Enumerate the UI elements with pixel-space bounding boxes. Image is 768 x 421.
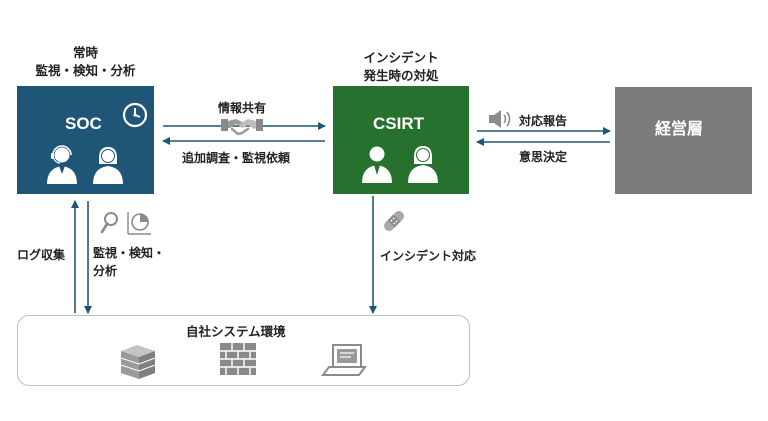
speaker-icon [489, 110, 511, 128]
magnifier-icon [100, 212, 118, 234]
csirt-caption-line1: インシデント [363, 50, 439, 65]
laptop-icon [321, 344, 367, 376]
soc-caption-line1: 常時 [72, 45, 98, 60]
headset-operator-icon [47, 145, 77, 184]
incident-response-label: インシデント対応 [380, 249, 477, 263]
management-box: 経営層 [615, 87, 752, 194]
monitoring-label-line2: 分析 [93, 264, 118, 278]
clock-icon [122, 102, 148, 128]
monitoring-label-line1: 監視・検知・ [93, 246, 166, 260]
soc-title: SOC [65, 114, 102, 133]
response-report-label: 対応報告 [519, 114, 568, 128]
decision-label: 意思決定 [519, 150, 568, 164]
handshake-icon [221, 119, 263, 136]
soc-box: SOC [17, 86, 154, 194]
csirt-caption: インシデント 発生時の対処 [333, 49, 469, 85]
firewall-icon [220, 343, 256, 375]
pie-chart-icon [127, 212, 151, 235]
info-sharing-label: 情報共有 [218, 101, 267, 115]
csirt-box: CSIRT [333, 86, 469, 194]
additional-investigation-label: 追加調査・監視依頼 [182, 151, 291, 165]
log-collection-label: ログ収集 [17, 248, 66, 262]
male-person-icon [362, 146, 392, 183]
system-environment-title: 自社システム環境 [186, 324, 286, 339]
csirt-title: CSIRT [373, 114, 424, 133]
management-title: 経営層 [655, 119, 704, 138]
bandage-icon [384, 211, 404, 231]
soc-caption: 常時 監視・検知・分析 [17, 44, 154, 80]
soc-caption-line2: 監視・検知・分析 [35, 63, 136, 78]
system-environment-box: 自社システム環境 [17, 315, 470, 386]
female-person-icon [408, 146, 438, 183]
server-rack-icon [120, 345, 156, 379]
csirt-caption-line2: 発生時の対処 [363, 68, 439, 83]
female-operator-icon [93, 147, 123, 184]
